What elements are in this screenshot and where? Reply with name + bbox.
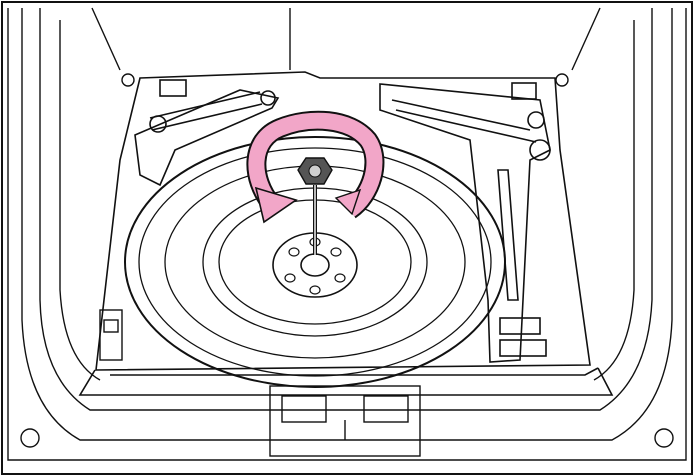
rotation-arrow-icon	[246, 110, 385, 224]
fastener-bolt-icon	[297, 157, 333, 255]
trunk-body	[7, 7, 687, 461]
left-bracket	[99, 309, 123, 361]
floor-tray	[78, 71, 614, 396]
jack-handle-icon	[134, 89, 280, 187]
